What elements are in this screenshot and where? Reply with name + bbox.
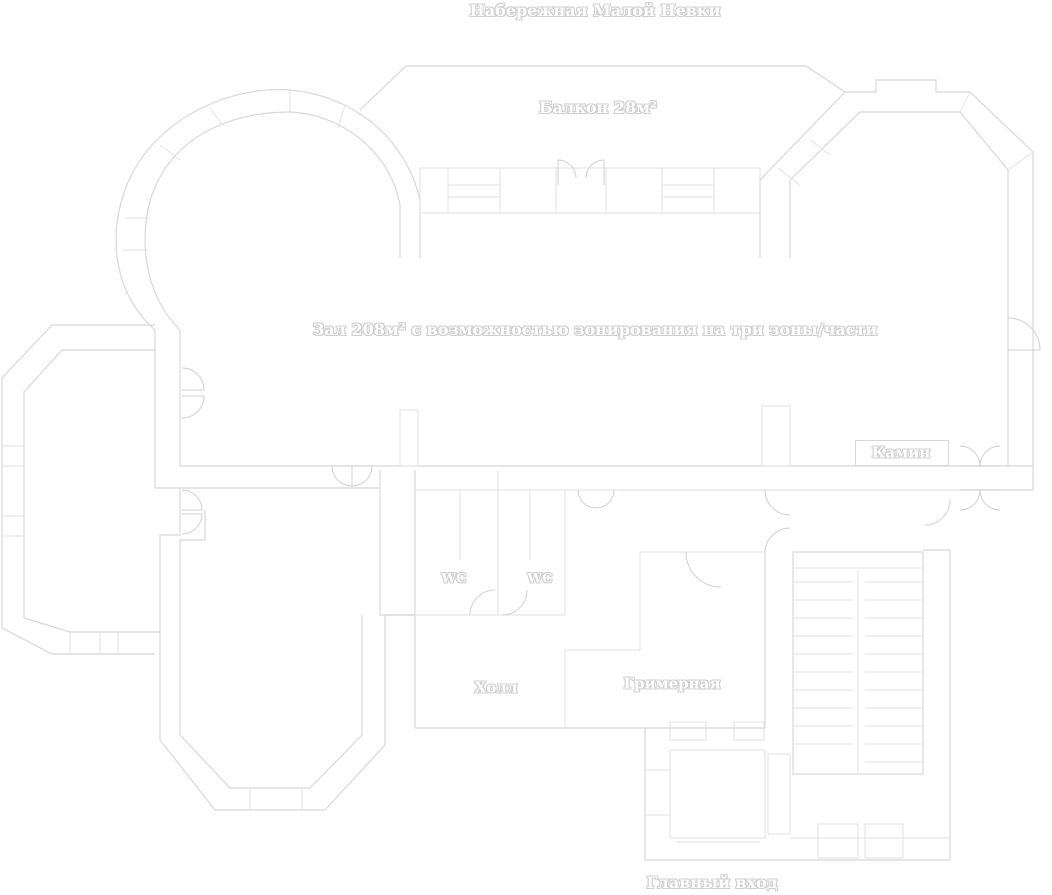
left-wing-walls <box>1 324 160 655</box>
balcony-outline <box>359 65 846 169</box>
right-tower-walls <box>620 79 1041 491</box>
entrance-label: Главный вход <box>646 873 778 892</box>
right-service-doors <box>924 445 1033 526</box>
lobby-walls <box>415 489 791 729</box>
staircase <box>792 551 924 775</box>
fireplace-label: Камин <box>871 443 931 462</box>
wc-left-label: WC <box>441 571 467 587</box>
entrance-vestibule-walls <box>644 549 951 861</box>
wc-corridor-walls <box>331 465 960 728</box>
street-label: Набережная Малой Невки <box>469 1 721 20</box>
wc-right-label: WC <box>527 571 553 587</box>
balcony-windows <box>419 167 761 214</box>
lobby-label: Холл <box>474 678 518 697</box>
round-tower-walls <box>115 88 421 331</box>
hall-label: Зал 208м² с возможностью зонирования на … <box>312 320 878 339</box>
balcony-door <box>557 159 605 185</box>
fireplace-outline <box>855 440 949 466</box>
main-hall-walls <box>154 330 960 489</box>
dressing-room-label: Гримерная <box>623 674 721 693</box>
balcony-label: Балкон 28м² <box>539 98 657 117</box>
lower-left-room-walls <box>159 488 415 811</box>
